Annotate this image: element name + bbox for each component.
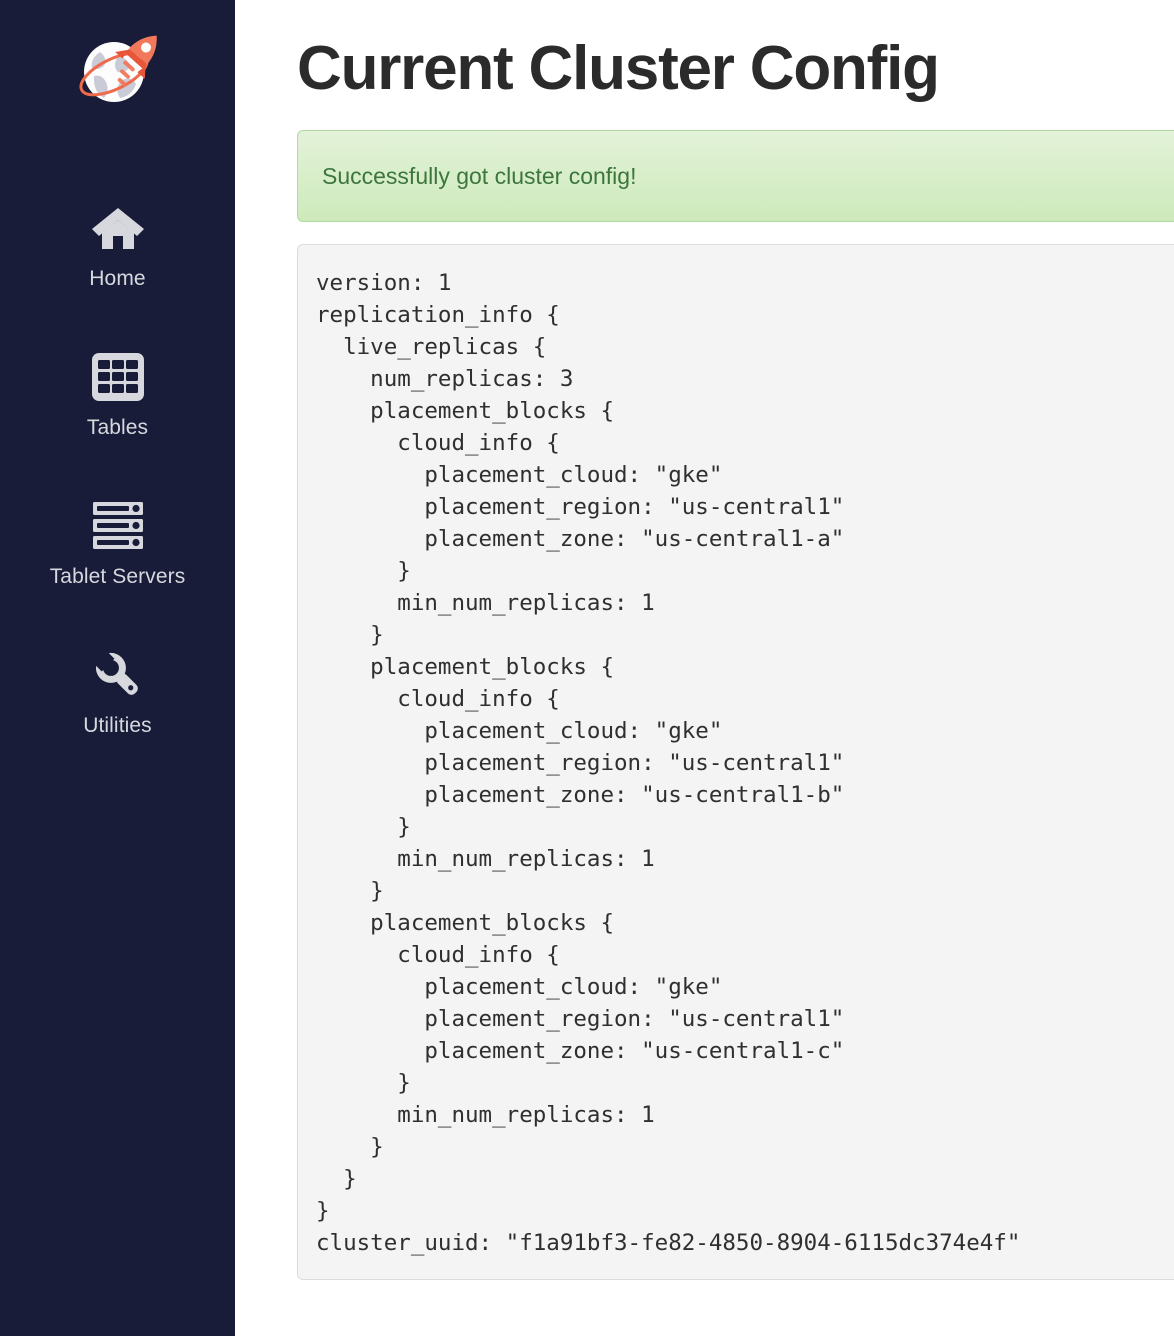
sidebar-item-label: Tables: [86, 416, 149, 439]
page-title: Current Cluster Config: [297, 34, 940, 103]
sidebar-item-label: Home: [89, 267, 146, 290]
wrench-icon: [88, 647, 148, 703]
alert-message: Successfully got cluster config!: [322, 162, 637, 189]
table-grid-icon: [88, 349, 148, 405]
sidebar: Home: [0, 0, 235, 1336]
main-content: Current Cluster Config Successfully got …: [235, 0, 1174, 1336]
home-icon: [88, 200, 148, 256]
sidebar-item-tables[interactable]: Tables: [0, 335, 235, 456]
status-alert-success: Successfully got cluster config!: [297, 130, 1174, 222]
app-logo[interactable]: [68, 22, 168, 122]
cluster-config-output: version: 1 replication_info { live_repli…: [297, 244, 1174, 1280]
server-rack-icon: [88, 498, 148, 554]
yugabyte-rocket-globe-logo: [78, 35, 157, 102]
sidebar-item-label: Tablet Servers: [49, 565, 186, 588]
sidebar-item-label: Utilities: [83, 714, 152, 737]
sidebar-item-home[interactable]: Home: [0, 186, 235, 307]
sidebar-item-utilities[interactable]: Utilities: [0, 633, 235, 754]
sidebar-item-tablet-servers[interactable]: Tablet Servers: [0, 484, 235, 605]
